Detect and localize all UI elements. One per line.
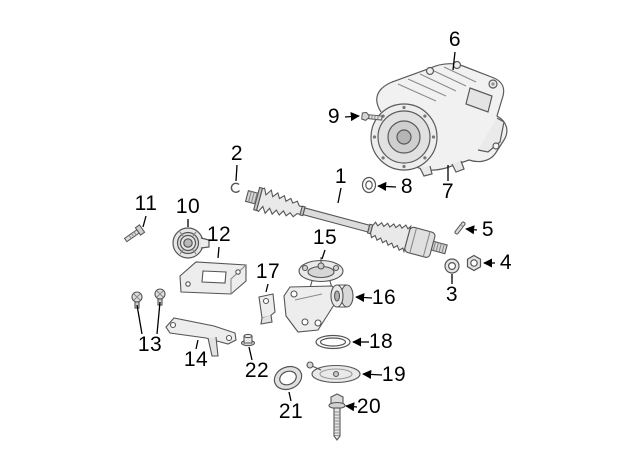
part-snap-ring	[230, 182, 241, 193]
part-mount-bracket	[283, 284, 354, 333]
part-nut	[466, 254, 482, 272]
part-support-bracket	[165, 317, 237, 357]
part-bolt-9	[361, 111, 383, 121]
part-differential-assembly	[370, 60, 508, 177]
part-pin	[454, 221, 466, 235]
part-mount-bolt	[123, 224, 146, 243]
part-washer	[444, 258, 460, 274]
leader-lines	[136, 51, 495, 412]
part-long-bolt	[328, 393, 346, 441]
part-plate	[306, 361, 361, 384]
part-flange-nut	[240, 333, 256, 347]
part-small-bracket	[258, 293, 276, 325]
part-gasket	[315, 334, 351, 350]
part-bracket-12	[179, 261, 247, 295]
part-mount-bushing	[172, 227, 210, 259]
part-seal-ring	[361, 176, 377, 194]
part-axle-shaft	[244, 186, 448, 258]
part-upper-mount	[298, 257, 344, 289]
part-oval-seal	[273, 365, 303, 391]
